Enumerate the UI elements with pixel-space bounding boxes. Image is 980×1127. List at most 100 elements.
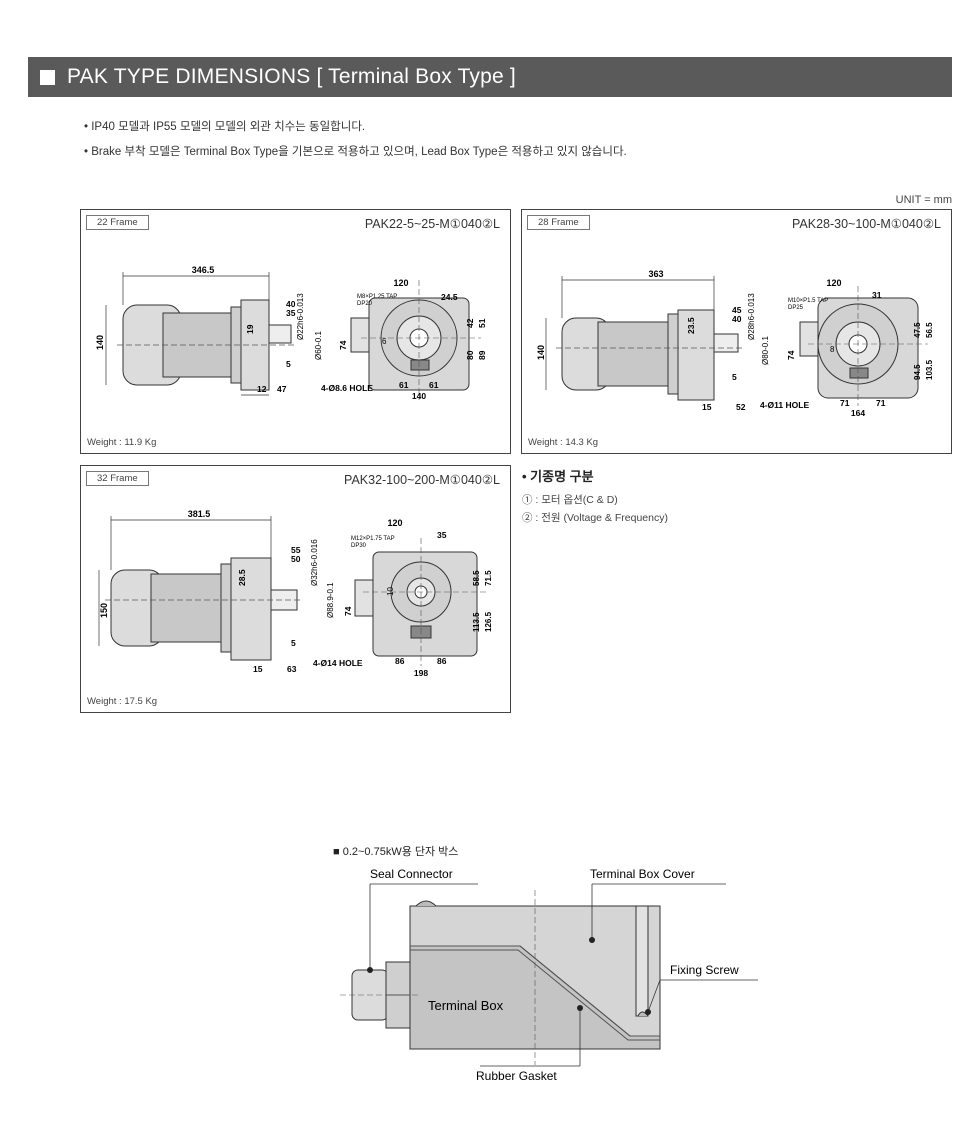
dim-d1: 55	[291, 545, 301, 555]
legend-item: ② : 전원 (Voltage & Frequency)	[522, 512, 668, 524]
dim-d3: 19	[245, 324, 255, 334]
dim-b: 71.5	[484, 570, 493, 586]
note-ip-rating: • IP40 모델과 IP55 모델의 모델의 외관 치수는 동일합니다.	[84, 121, 366, 133]
dim-shaft: Ø28h6-0.013	[747, 293, 756, 340]
seal-connector-label: Seal Connector	[370, 867, 453, 881]
note-brake: • Brake 부착 모델은 Terminal Box Type을 기본으로 적…	[84, 146, 627, 158]
frame-32-drawing: 381.5 150 55 50 28.5 5 15 63 Ø32h6-0.016…	[98, 509, 493, 678]
dim-d4: 5	[291, 638, 296, 648]
frame-28-drawing: 363 140 45 40 23.5 5 15 52 Ø28h6-0.013 Ø…	[536, 269, 934, 418]
dim-c: 94.5	[913, 364, 922, 380]
notes-list: • IP40 모델과 IP55 모델의 모델의 외관 치수는 동일합니다. • …	[84, 118, 627, 168]
dim-offset: 24.5	[441, 292, 458, 302]
model-code: PAK32-100~200-M①040②L	[344, 473, 500, 487]
weight-label: Weight : 11.9 Kg	[87, 437, 157, 448]
frame-22-drawing: 346.5 140 40 35 19 5 12 47 Ø22h6-0.013 Ø…	[95, 265, 487, 401]
dim-tap: M12×P1.75 TAP	[351, 536, 395, 542]
model-code: PAK22-5~25-M①040②L	[364, 217, 500, 231]
dim-tap: M10×P1.5 TAP	[788, 298, 828, 304]
weight-label: Weight : 14.3 Kg	[528, 437, 599, 448]
dim-length: 346.5	[192, 265, 215, 275]
frame-tag: 32 Frame	[86, 471, 149, 486]
dim-width: 120	[393, 278, 408, 288]
dim-d1: 45	[732, 305, 742, 315]
dim-g: 6	[382, 337, 387, 346]
dim-offset: 31	[872, 290, 882, 300]
dim-shaft: Ø22h6-0.013	[296, 293, 305, 340]
legend-item: ① : 모터 옵션(C & D)	[522, 494, 618, 506]
dim-pilot: Ø88.9-0.1	[326, 582, 335, 618]
rubber-gasket-label: Rubber Gasket	[476, 1069, 557, 1080]
dim-length: 381.5	[188, 509, 211, 519]
dim-a: 42	[465, 318, 475, 328]
unit-label: UNIT = mm	[895, 194, 952, 206]
terminal-box-cover-label: Terminal Box Cover	[590, 867, 695, 881]
dim-f: 74	[786, 350, 796, 360]
dim-dp: DP25	[788, 305, 804, 311]
dim-g: 10	[386, 587, 395, 596]
dim-d2: 40	[732, 314, 742, 324]
dim-h2: 86	[437, 656, 447, 666]
frame-32-panel: 381.5 150 55 50 28.5 5 15 63 Ø32h6-0.016…	[80, 465, 511, 713]
dim-h2: 61	[429, 380, 439, 390]
terminal-box-title: ■ 0.2~0.75kW용 단자 박스	[333, 846, 459, 858]
dim-pilot: Ø60-0.1	[314, 331, 323, 360]
dim-width-base: 140	[412, 391, 426, 401]
dim-g: 8	[830, 345, 835, 354]
square-bullet-icon	[40, 69, 55, 85]
dim-d5: 15	[702, 402, 712, 412]
dim-pilot: Ø80-0.1	[761, 336, 770, 365]
dim-h1: 61	[399, 380, 409, 390]
dim-a: 58.5	[472, 570, 481, 586]
dim-d5: 15	[253, 664, 263, 674]
dim-d4: 5	[286, 359, 291, 369]
dim-hole: 4-Ø14 HOLE	[313, 658, 363, 668]
section-title: PAK TYPE DIMENSIONS [ Terminal Box Type …	[67, 65, 516, 88]
dim-width: 120	[826, 278, 841, 288]
dim-offset: 35	[437, 530, 447, 540]
dim-d6: 47	[277, 384, 287, 394]
terminal-box-diagram: Seal Connector Terminal Box Cover Fixing…	[340, 867, 758, 1080]
dim-hole: 4-Ø11 HOLE	[760, 400, 809, 410]
dim-tap: M8×P1.25 TAP	[357, 294, 397, 300]
dim-height: 150	[99, 603, 109, 618]
dim-e: 89	[477, 350, 487, 360]
dim-length: 363	[648, 269, 663, 279]
dim-d3: 28.5	[237, 569, 247, 586]
dim-c: 80	[465, 350, 475, 360]
section-header: PAK TYPE DIMENSIONS [ Terminal Box Type …	[28, 57, 952, 97]
dim-d5: 12	[257, 384, 267, 394]
dim-dp: DP30	[351, 543, 367, 549]
dim-f: 74	[343, 606, 353, 616]
dim-d2: 50	[291, 554, 301, 564]
model-code: PAK28-30~100-M①040②L	[791, 217, 941, 231]
dim-e: 103.5	[925, 359, 934, 380]
dim-f: 74	[338, 340, 348, 350]
dim-b: 56.5	[925, 322, 934, 338]
dim-d2: 35	[286, 308, 296, 318]
terminal-box-label: Terminal Box	[428, 998, 504, 1013]
dim-h1: 86	[395, 656, 405, 666]
weight-label: Weight : 17.5 Kg	[87, 696, 158, 707]
dim-d6: 63	[287, 664, 297, 674]
model-legend: • 기종명 구분 ① : 모터 옵션(C & D) ② : 전원 (Voltag…	[522, 466, 668, 528]
dim-h1: 71	[840, 398, 850, 408]
dim-shaft: Ø32h6-0.016	[310, 539, 319, 586]
dim-d4: 5	[732, 372, 737, 382]
dim-height: 140	[536, 345, 546, 360]
dim-width: 120	[387, 518, 402, 528]
frame-tag: 28 Frame	[527, 215, 590, 230]
legend-title: • 기종명 구분	[522, 469, 594, 484]
dim-b: 51	[477, 318, 487, 328]
frame-tag: 22 Frame	[86, 215, 149, 230]
frame-28-panel: 363 140 45 40 23.5 5 15 52 Ø28h6-0.013 Ø…	[521, 209, 952, 454]
dim-d3: 23.5	[686, 317, 696, 334]
dim-c: 113.5	[472, 612, 481, 632]
dim-width-base: 198	[414, 668, 428, 678]
dim-width-base: 164	[851, 408, 865, 418]
dim-d1: 40	[286, 299, 296, 309]
fixing-screw-label: Fixing Screw	[670, 963, 739, 977]
dim-hole: 4-Ø8.6 HOLE	[321, 383, 373, 393]
dim-height: 140	[95, 335, 105, 350]
dim-h2: 71	[876, 398, 886, 408]
